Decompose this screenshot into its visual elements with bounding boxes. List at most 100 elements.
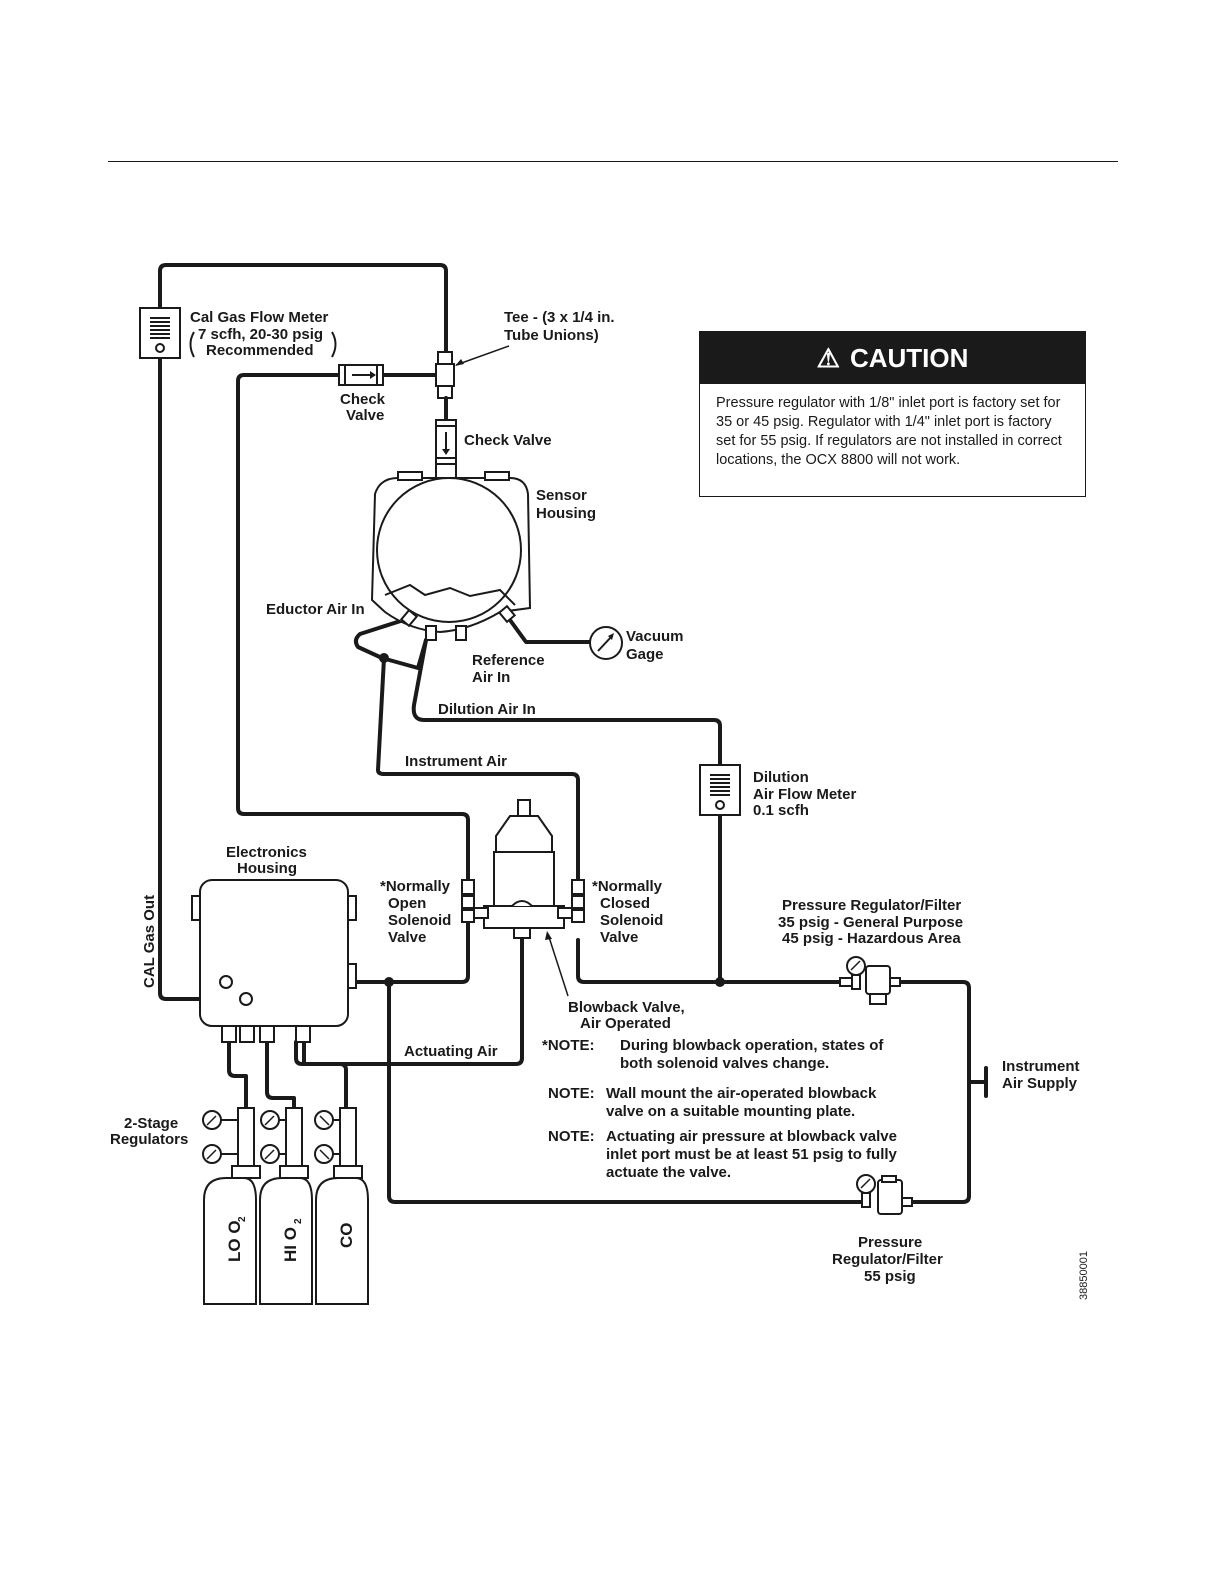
no-solenoid-label-4: Valve: [388, 929, 426, 946]
cal-gas-line-top: [158, 263, 448, 354]
regulator-co: [314, 1107, 357, 1167]
dilution-air-flow-meter: [699, 764, 741, 816]
note-1-tag: *NOTE:: [542, 1037, 595, 1054]
vacuum-gage-label-1: Vacuum: [626, 628, 684, 645]
tee-fitting: [435, 351, 455, 422]
cal-gas-flow-meter-rec: Recommended: [206, 342, 314, 359]
vacuum-gage-line: [508, 618, 592, 644]
cylinder-co-label-text: CO: [337, 1223, 356, 1249]
dilution-meter-label-2: Air Flow Meter: [753, 786, 857, 803]
cal-gas-solenoid-line: [236, 373, 470, 882]
eductor-air-label: Eductor Air In: [266, 601, 365, 618]
pressure-regulator-55: [856, 1174, 913, 1215]
blowback-valve: [483, 799, 565, 939]
regulator-55-label-3: 55 psig: [864, 1268, 916, 1285]
sensor-housing-label-2: Housing: [536, 505, 596, 522]
actuating-air-label: Actuating Air: [404, 1043, 498, 1060]
regulator-35-label-3: 45 psig - Hazardous Area: [782, 930, 961, 947]
cal-gas-out-line: [158, 356, 248, 1001]
cylinder-hi-o2: [259, 1165, 313, 1305]
note-1-line-2: both solenoid valves change.: [620, 1055, 829, 1072]
reference-air-label-2: Air In: [472, 669, 510, 686]
check-valve-vertical: [435, 419, 457, 479]
two-stage-label-1: 2-Stage: [124, 1115, 178, 1132]
nc-solenoid-label-2: Closed: [600, 895, 650, 912]
dilution-air-label: Dilution Air In: [438, 701, 536, 718]
blowback-leader-arrowhead: [545, 931, 552, 940]
note-3-line-2: inlet port must be at least 51 psig to f…: [606, 1146, 898, 1163]
nc-solenoid-label-4: Valve: [600, 929, 638, 946]
spec-bracket-right: [331, 331, 337, 358]
instrument-supply-label-2: Air Supply: [1002, 1075, 1078, 1092]
regulator-lo-o2: [202, 1107, 255, 1167]
junction-dot: [379, 653, 389, 663]
cylinder-hi-label-sub: 2: [293, 1218, 304, 1224]
cylinder-lo-o2-label: LO O 2: [225, 1216, 248, 1262]
two-stage-label-2: Regulators: [110, 1131, 188, 1148]
note-3-line-3: actuate the valve.: [606, 1164, 731, 1181]
gas-cylinders: [203, 1165, 369, 1305]
two-stage-regulators: [202, 1107, 357, 1167]
caution-text: Pressure regulator with 1/8" inlet port …: [716, 395, 1062, 468]
tee-label-1: Tee - (3 x 1/4 in.: [504, 309, 615, 326]
tee-leader-arrowhead: [455, 359, 464, 366]
sensor-housing-label-1: Sensor: [536, 487, 587, 504]
cal-gas-out-label: CAL Gas Out: [141, 895, 158, 988]
no-solenoid-label-1: *Normally: [380, 878, 451, 895]
junction-dot: [715, 977, 725, 987]
pressure-regulator-35-45: [839, 956, 901, 1005]
regulator-35-label-1: Pressure Regulator/Filter: [782, 897, 961, 914]
regulator-55-label-1: Pressure: [858, 1234, 922, 1251]
note-2-line-2: valve on a suitable mounting plate.: [606, 1103, 855, 1120]
supply-bottom-line: [387, 980, 868, 1204]
cylinder-lo-label-sub: 2: [237, 1216, 248, 1222]
actuating-air-line: [294, 933, 524, 1066]
check-valve-label-2: Valve: [346, 407, 384, 424]
header-rule: [108, 161, 1118, 162]
blowback-leader: [547, 933, 569, 997]
electronics-label-1: Electronics: [226, 844, 307, 861]
cylinder-hi-o2-label: HI O 2: [281, 1218, 304, 1262]
check-valve-label-1: Check: [340, 391, 386, 408]
spec-bracket-left: [189, 331, 195, 358]
check-valve-vertical-label: Check Valve: [464, 432, 552, 449]
sensor-housing: [370, 471, 532, 641]
lo-o2-line: [227, 1040, 248, 1110]
cal-gas-flow-meter-label: Cal Gas Flow Meter: [190, 309, 329, 326]
no-solenoid-label-2: Open: [388, 895, 426, 912]
caution-box: ⚠ CAUTION Pressure regulator with 1/8" i…: [699, 331, 1086, 497]
eductor-air-line: [353, 616, 428, 670]
instrument-supply-label-1: Instrument: [1002, 1058, 1080, 1075]
junction-dot: [384, 977, 394, 987]
reference-air-label-1: Reference: [472, 652, 545, 669]
warning-triangle-icon: ⚠: [816, 343, 840, 373]
normally-closed-solenoid-valve: [557, 879, 585, 923]
cylinder-hi-label-text: HI O: [281, 1227, 300, 1262]
vacuum-gage: [589, 626, 623, 660]
instrument-air-label: Instrument Air: [405, 753, 507, 770]
normally-open-solenoid-valve: [461, 879, 489, 923]
note-2-tag: NOTE:: [548, 1085, 595, 1102]
regulator-hi-o2: [260, 1107, 303, 1167]
electronics-label-2: Housing: [237, 860, 297, 877]
nc-solenoid-label-1: *Normally: [592, 878, 663, 895]
note-3-line-1: Actuating air pressure at blowback valve: [606, 1128, 897, 1145]
nc-solenoid-label-3: Solenoid: [600, 912, 663, 929]
instrument-supply-tick: [967, 1066, 988, 1098]
hi-o2-line: [265, 1040, 296, 1110]
supply-right-loop: [895, 980, 971, 1204]
note-3-tag: NOTE:: [548, 1128, 595, 1145]
nc-solenoid-supply-line: [576, 938, 847, 984]
dilution-air-line: [411, 638, 722, 767]
dilution-meter-label-1: Dilution: [753, 769, 809, 786]
caution-header: ⚠ CAUTION: [700, 332, 1085, 384]
cylinder-co-label: CO: [337, 1223, 356, 1249]
tee-label-2: Tube Unions): [504, 327, 599, 344]
solenoid-to-electronics-line: [228, 918, 470, 984]
cylinder-co: [315, 1165, 369, 1305]
blowback-label-1: Blowback Valve,: [568, 999, 685, 1016]
check-valve-horizontal: [338, 364, 384, 386]
electronics-housing: [191, 879, 357, 1043]
note-1-line-1: During blowback operation, states of: [620, 1037, 884, 1054]
